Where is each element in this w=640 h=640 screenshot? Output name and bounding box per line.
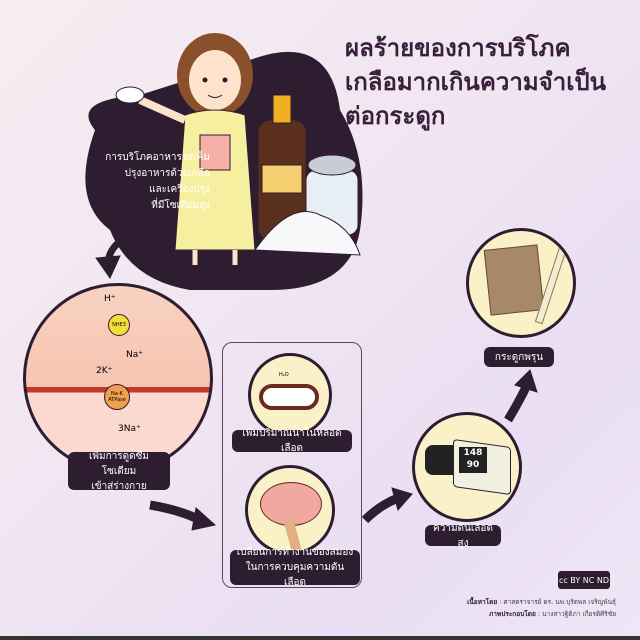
blood-vessel-circle: H₂O bbox=[248, 353, 332, 437]
credits: เนื้อหาโดย : ศาสตราจารย์ ดร. นพ.บุรัตพล … bbox=[467, 598, 617, 618]
caption-line: เปลี่ยนการทำงานของสมอง bbox=[236, 547, 354, 558]
arrow-3-head bbox=[391, 487, 413, 512]
bottom-bar bbox=[0, 636, 640, 640]
salt-pile bbox=[254, 211, 361, 256]
caption-line: ในการควบคุมความดันเลือด bbox=[245, 562, 345, 588]
nhe3-transporter: NHE3 bbox=[108, 314, 130, 336]
osteoporosis-circle bbox=[466, 228, 576, 338]
water-label: H₂O bbox=[279, 372, 289, 378]
arrow-1-head bbox=[95, 255, 121, 280]
high-bp-label: ความดันเลือดสูง bbox=[425, 523, 501, 549]
arrow-4 bbox=[504, 383, 532, 423]
h-ion-label: H⁺ bbox=[104, 294, 116, 304]
caption-line: กระดูกพรุน bbox=[494, 351, 544, 363]
flow-arrows bbox=[95, 231, 538, 531]
intro-line: ปรุงอาหารด้วยเกลือ bbox=[124, 168, 210, 179]
atpase-transporter: Na-K ATPase bbox=[104, 384, 130, 410]
page-title: ผลร้ายของการบริโภค เกลือมากเกินความจำเป็… bbox=[345, 32, 606, 134]
na-ion-label: Na⁺ bbox=[126, 350, 143, 360]
arrow-2 bbox=[149, 500, 203, 525]
vessel-water-label: เพิ่มปริมาณน้ำในหลอดเลือด bbox=[232, 428, 352, 454]
blood-pressure-circle: 148 90 bbox=[412, 412, 522, 522]
diastolic-reading: 90 bbox=[466, 460, 480, 470]
brain-change-label: เปลี่ยนการทำงานของสมอง ในการควบคุมความดั… bbox=[230, 547, 360, 588]
arrow-2-head bbox=[191, 507, 217, 531]
illustration-credit-label: ภาพประกอบโดย bbox=[488, 610, 536, 618]
arrow-3 bbox=[361, 493, 400, 524]
intro-line: การบริโภคอาหารรสเค็ม bbox=[105, 152, 210, 163]
content-credit-label: เนื้อหาโดย bbox=[467, 598, 498, 606]
na3-ion-label: 3Na⁺ bbox=[118, 424, 141, 434]
cc-license-badge: cc BY NC ND bbox=[558, 571, 610, 589]
woman-illustration bbox=[115, 33, 256, 265]
middle-effects-box bbox=[222, 342, 362, 588]
osteoporosis-label: กระดูกพรุน bbox=[484, 347, 554, 367]
intro-text: การบริโภคอาหารรสเค็ม ปรุงอาหารด้วยเกลือ … bbox=[70, 150, 210, 214]
intro-line: ที่มีโซเดียมสูง bbox=[151, 200, 210, 211]
k-ion-label: 2K⁺ bbox=[96, 366, 113, 376]
intro-line: และเครื่องปรุง bbox=[149, 184, 210, 195]
caption-line: ความดันเลือดสูง bbox=[433, 522, 493, 549]
systolic-reading: 148 bbox=[463, 448, 483, 458]
sodium-absorption-label: เพิ่มการดูดซึมโซเดียม เข้าสู่ร่างกาย bbox=[68, 450, 170, 492]
illustration-credit: นางสาวฐิติภา เกียรติศิริชัย bbox=[542, 610, 616, 618]
title-line: เกลือมากเกินความจำเป็น bbox=[345, 69, 607, 96]
caption-line: เพิ่มการดูดซึมโซเดียม bbox=[88, 450, 149, 477]
title-line: ผลร้ายของการบริโภค bbox=[345, 35, 571, 62]
content-credit: ศาสตราจารย์ ดร. นพ.บุรัตพล เจริญพันธุ์ bbox=[503, 598, 617, 606]
caption-line: เข้าสู่ร่างกาย bbox=[91, 480, 147, 492]
title-line: ต่อกระดูก bbox=[345, 103, 446, 130]
caption-line: เพิ่มปริมาณน้ำในหลอดเลือด bbox=[242, 428, 342, 454]
arrow-4-head bbox=[514, 369, 538, 393]
license-text: cc BY NC ND bbox=[558, 575, 610, 585]
cell-diagram: H⁺ NHE3 Na⁺ 2K⁺ Na-K ATPase 3Na⁺ bbox=[23, 283, 213, 473]
brain-circle bbox=[245, 465, 335, 555]
